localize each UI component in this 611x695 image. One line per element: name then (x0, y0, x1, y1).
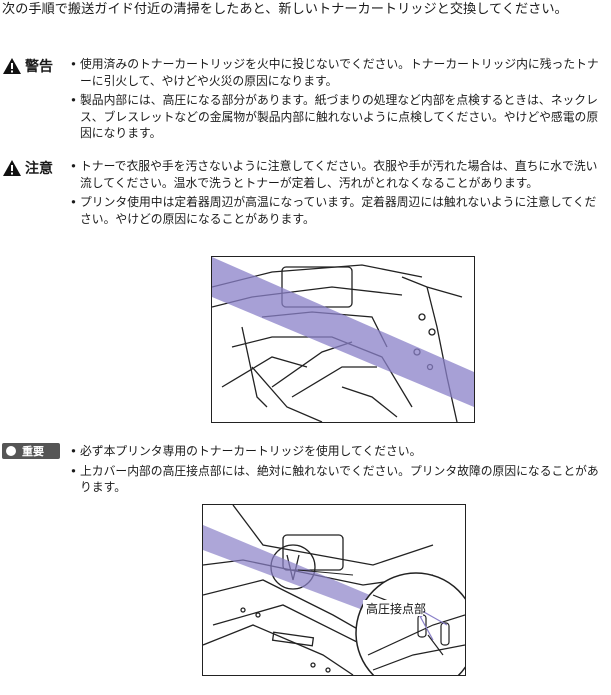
caution-list: トナーで衣服や手を汚さないように注意してください。衣服や手が汚れた場合は、直ちに… (70, 158, 606, 230)
high-voltage-contact-callout: 高圧接点部 (366, 601, 426, 616)
warning-label-text: 警告 (25, 59, 53, 75)
intro-text: 次の手順で搬送ガイド付近の清掃をしたあと、新しいトナーカートリッジと交換してくだ… (2, 2, 568, 17)
warning-item: 製品内部には、高圧になる部分があります。紙づまりの処理など内部を点検するときは、… (70, 92, 606, 142)
important-item: 上カバー内部の高圧接点部には、絶対に触れないでください。プリンタ故障の原因になる… (70, 463, 610, 496)
figure-high-voltage-contact: 高圧接点部 (202, 504, 466, 676)
warning-label: 警告 (2, 56, 53, 76)
important-list: 必ず本プリンタ専用のトナーカートリッジを使用してください。 上カバー内部の高圧接… (70, 443, 610, 499)
printer-interior-illustration (212, 257, 474, 422)
warning-triangle-icon (3, 58, 21, 74)
warning-list: 使用済みのトナーカートリッジを火中に投じないでください。トナーカートリッジ内に残… (70, 56, 606, 145)
caution-triangle-icon (3, 160, 21, 176)
caution-label: 注意 (2, 158, 53, 178)
important-badge: 重要 (2, 443, 60, 459)
figure-fixing-area (211, 256, 475, 423)
caution-label-text: 注意 (25, 161, 53, 177)
important-icon (6, 446, 16, 456)
warning-item: 使用済みのトナーカートリッジを火中に投じないでください。トナーカートリッジ内に残… (70, 56, 606, 89)
caution-item: プリンタ使用中は定着器周辺が高温になっています。定着器周辺には触れないように注意… (70, 194, 606, 227)
important-label: 重要 (22, 445, 44, 458)
printer-top-cover-illustration: 高圧接点部 (203, 505, 465, 675)
important-item: 必ず本プリンタ専用のトナーカートリッジを使用してください。 (70, 443, 610, 460)
caution-item: トナーで衣服や手を汚さないように注意してください。衣服や手が汚れた場合は、直ちに… (70, 158, 606, 191)
